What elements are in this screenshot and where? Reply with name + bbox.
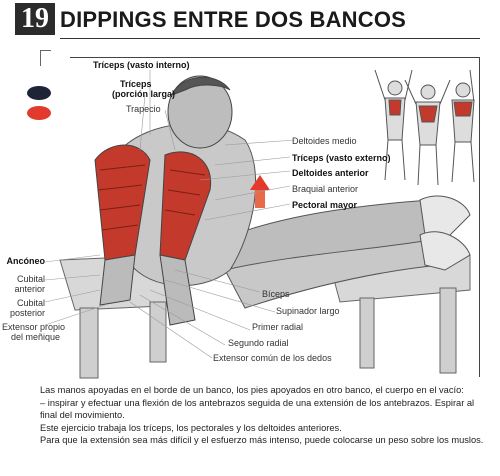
- label-porcion-larga: (porción larga): [112, 89, 176, 99]
- label-cubital-anterior-2: anterior: [14, 284, 45, 294]
- label-biceps: Bíceps: [262, 289, 290, 299]
- label-braquial-anterior: Braquial anterior: [292, 184, 359, 194]
- label-pectoral-mayor: Pectoral mayor: [292, 200, 358, 210]
- page-title: DIPPINGS ENTRE DOS BANCOS: [60, 7, 407, 32]
- label-cubital-posterior-1: Cubital: [16, 298, 45, 308]
- label-triceps-vasto-externo: Tríceps (vasto externo): [292, 153, 391, 163]
- exercise-number: 19: [15, 3, 55, 35]
- inset-figure-3: [451, 69, 475, 183]
- label-triceps: Tríceps: [120, 79, 152, 89]
- inset-figures: [374, 69, 475, 186]
- description-line-2: – inspirar y efectuar una flexión de los…: [40, 397, 475, 421]
- label-anconeo: Ancóneo: [6, 256, 45, 266]
- label-triceps-vasto-interno: Tríceps (vasto interno): [93, 60, 190, 70]
- leader-lines: [44, 70, 296, 359]
- label-trapecio: Trapecio: [126, 104, 161, 114]
- label-segundo-radial: Segundo radial: [228, 338, 289, 348]
- label-extensor-comun: Extensor común de los dedos: [213, 353, 332, 363]
- left-arm: [94, 144, 151, 306]
- legs: [219, 199, 441, 309]
- up-arrow-icon: [250, 175, 270, 208]
- description-line-4: Para que la extensión sea más difícil y …: [40, 435, 484, 445]
- frame-top-line: [70, 57, 480, 58]
- label-cubital-posterior-2: posterior: [9, 308, 45, 318]
- title-rule: [60, 38, 480, 39]
- exercise-description: Las manos apoyadas en el borde de un ban…: [40, 384, 490, 447]
- head: [167, 75, 233, 149]
- right-arm: [159, 151, 212, 326]
- label-primer-radial: Primer radial: [252, 322, 304, 332]
- label-supinador-largo: Supinador largo: [276, 306, 340, 316]
- label-cubital-anterior-1: Cubital: [16, 274, 45, 284]
- inset-figure-2: [404, 79, 451, 186]
- label-deltoides-anterior: Deltoides anterior: [292, 168, 369, 178]
- description-line-1: Las manos apoyadas en el borde de un ban…: [40, 385, 464, 395]
- description-line-3: Este ejercicio trabaja los tríceps, los …: [40, 422, 342, 433]
- label-extensor-propio-1: Extensor propio: [2, 322, 66, 332]
- frame-right-line: [479, 57, 480, 377]
- label-deltoides-medio: Deltoides medio: [292, 136, 357, 146]
- red-marker: [27, 106, 51, 120]
- feet: [419, 195, 471, 271]
- label-extensor-propio-2: del meñique: [10, 332, 60, 342]
- margin-bracket: [40, 50, 51, 66]
- inset-figure-1: [374, 69, 413, 181]
- anatomy-illustration: [44, 69, 475, 379]
- dark-marker: [27, 86, 51, 100]
